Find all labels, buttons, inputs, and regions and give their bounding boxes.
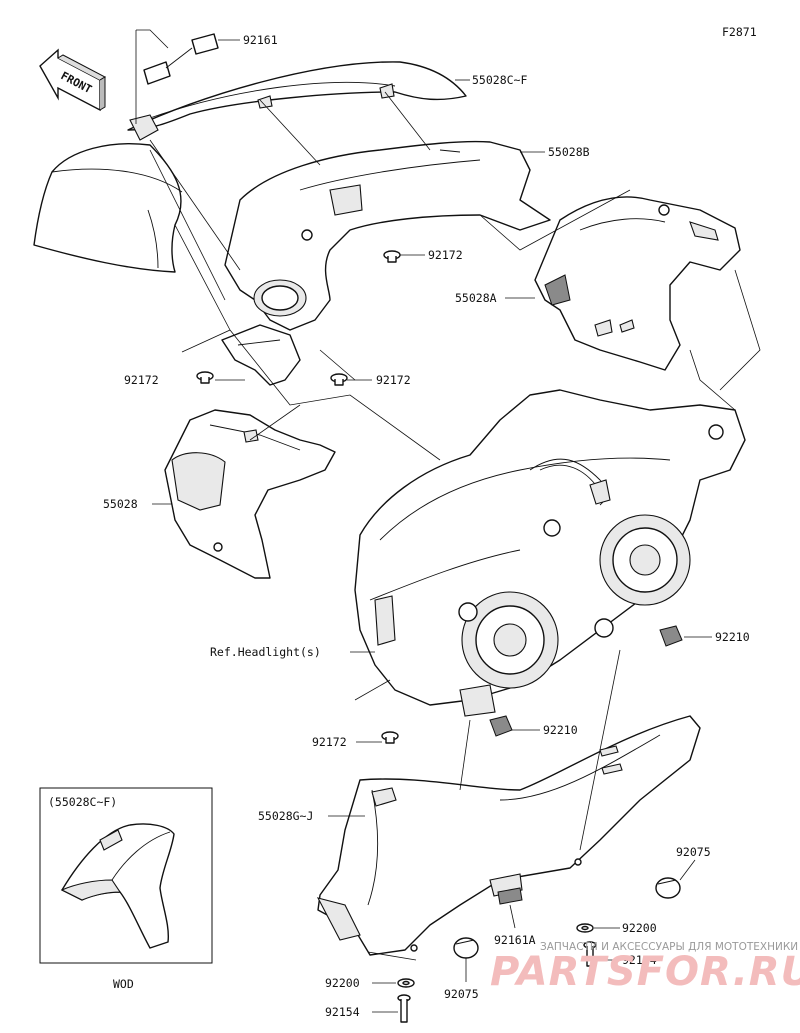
screw-92172-b-part [196,371,214,384]
watermark-logo: ЗАПЧАСТИ И АКСЕССУАРЫ ДЛЯ МОТОТЕХНИКИ PA… [490,941,800,995]
headlight-assembly-part [354,389,746,717]
collar-92075-a-part [655,877,681,899]
label-92075-b: 92075 [444,987,479,1001]
nut-92210-a-part [659,625,683,647]
label-92210-a: 92210 [715,630,750,644]
label-55028: 55028 [103,497,138,511]
washer-92200-a-part [576,923,594,933]
leader-lines [135,29,761,1013]
pad-92161a-part [497,887,523,905]
upper-cowl-left-part [33,114,183,273]
nut-92210-b-part [489,715,513,737]
screw-92172-d-part [381,731,399,744]
windscreen-part [127,61,467,131]
inner-cover-55028b-part [224,140,551,331]
label-92161a: 92161A [494,933,536,947]
label-92200-b: 92200 [325,976,360,990]
inset-caption: WOD [113,977,134,991]
washer-92200-b-part [397,978,415,988]
label-92161: 92161 [243,33,278,47]
screw-92172-c-part [330,373,348,386]
inset-title: (55028C~F) [48,795,117,809]
front-arrow-icon: FRONT [39,48,107,112]
bolt-92154-a-part [583,941,597,967]
watermark-brand: PARTSFOR.RU [490,949,800,995]
label-55028c-f: 55028C~F [472,73,527,87]
label-92172-b: 92172 [124,373,159,387]
label-92154-a: 92154 [622,953,657,967]
rubber-92161-part [143,33,219,85]
inset-windscreen-variant: (55028C~F) WOD [39,787,213,991]
label-92075-a: 92075 [676,845,711,859]
label-92154-b: 92154 [325,1005,360,1019]
label-55028g-j: 55028G~J [258,809,313,823]
figure-id: F2871 [722,25,757,39]
label-92172-c: 92172 [376,373,411,387]
lower-cowl-part [316,715,701,956]
bolt-92154-b-part [397,994,411,1023]
label-92172-a: 92172 [428,248,463,262]
label-55028a: 55028A [455,291,497,305]
label-ref-headlight: Ref.Headlight(s) [210,645,321,659]
label-92200-a: 92200 [622,921,657,935]
label-92172-d: 92172 [312,735,347,749]
screw-92172-a-part [383,250,401,263]
watermark-subtitle: ЗАПЧАСТИ И АКСЕССУАРЫ ДЛЯ МОТОТЕХНИКИ [540,941,798,953]
label-92210-b: 92210 [543,723,578,737]
collar-92075-b-part [453,937,479,959]
duct-piece-part [221,324,301,386]
label-55028b: 55028B [548,145,590,159]
front-cover-55028-part [164,409,336,579]
side-cover-55028a-part [534,196,741,371]
